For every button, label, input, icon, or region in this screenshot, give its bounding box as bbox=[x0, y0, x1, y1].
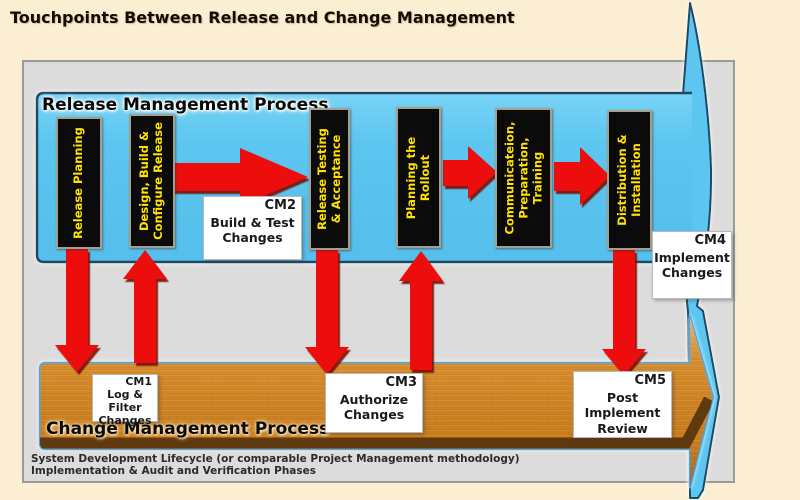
page-title: Touchpoints Between Release and Change M… bbox=[10, 8, 515, 27]
stage-box-design-build-configure: Design, Build & Configure Release bbox=[129, 114, 175, 248]
arrow-distribution-down-cm5 bbox=[602, 250, 646, 375]
touchpoint-label: Build & Test Changes bbox=[210, 214, 295, 246]
touchpoint-label: Implement Changes bbox=[654, 249, 730, 281]
touchpoint-label: Log & Filter Changes bbox=[98, 387, 152, 427]
stage-label: Communicateion, Preparation, Training bbox=[501, 121, 544, 235]
arrow-rollout-to-communication bbox=[443, 146, 497, 199]
touchpoint-cm1: CM1 Log & Filter Changes bbox=[92, 374, 158, 427]
stage-label: Release Planning bbox=[71, 127, 86, 239]
touchpoint-id: CM1 bbox=[125, 375, 152, 388]
change-process-header: Change Management Process bbox=[46, 419, 330, 439]
footer-line-1: System Development Lifecycle (or compara… bbox=[31, 453, 520, 465]
arrow-communication-to-distribution bbox=[554, 147, 610, 205]
arrow-design-to-testing bbox=[172, 148, 308, 206]
change-band-shadow bbox=[40, 396, 713, 449]
touchpoint-cm3: CM3 Authorize Changes bbox=[325, 373, 423, 433]
touchpoint-label: Post Implement Review bbox=[584, 389, 661, 436]
stage-label: Design, Build & Configure Release bbox=[137, 122, 165, 240]
touchpoint-id: CM2 bbox=[264, 198, 296, 213]
touchpoint-id: CM3 bbox=[385, 375, 417, 390]
arrow-testing-down-cm3 bbox=[305, 250, 349, 374]
footer-caption: System Development Lifecycle (or compara… bbox=[31, 453, 520, 477]
stage-label: Planning the Rollout bbox=[403, 136, 432, 219]
stage-label: Distribution & Installation bbox=[614, 134, 643, 226]
arrow-planning-down-cm1 bbox=[55, 249, 99, 372]
touchpoint-id: CM4 bbox=[694, 233, 726, 248]
touchpoint-cm5: CM5 Post Implement Review bbox=[573, 371, 672, 438]
touchpoint-cm2: CM2 Build & Test Changes bbox=[203, 196, 302, 260]
stage-box-communication-preparation-training: Communicateion, Preparation, Training bbox=[495, 108, 552, 248]
release-process-header: Release Management Process bbox=[42, 95, 329, 115]
stage-box-release-planning: Release Planning bbox=[56, 117, 102, 249]
arrow-cm3-up-rollout bbox=[399, 251, 443, 370]
arrow-cm1-up-design bbox=[123, 250, 167, 363]
release-band-border bbox=[35, 91, 692, 264]
touchpoint-cm4: CM4 Implement Changes bbox=[652, 231, 732, 299]
stage-label: Release Testing & Acceptance bbox=[314, 128, 343, 230]
touchpoint-label: Authorize Changes bbox=[339, 391, 409, 423]
stage-box-release-testing: Release Testing & Acceptance bbox=[309, 108, 350, 250]
stage-box-distribution-installation: Distribution & Installation bbox=[607, 110, 652, 250]
footer-line-2: Implementation & Audit and Verification … bbox=[31, 464, 317, 477]
touchpoint-id: CM5 bbox=[634, 373, 666, 388]
stage-box-planning-rollout: Planning the Rollout bbox=[396, 107, 441, 248]
